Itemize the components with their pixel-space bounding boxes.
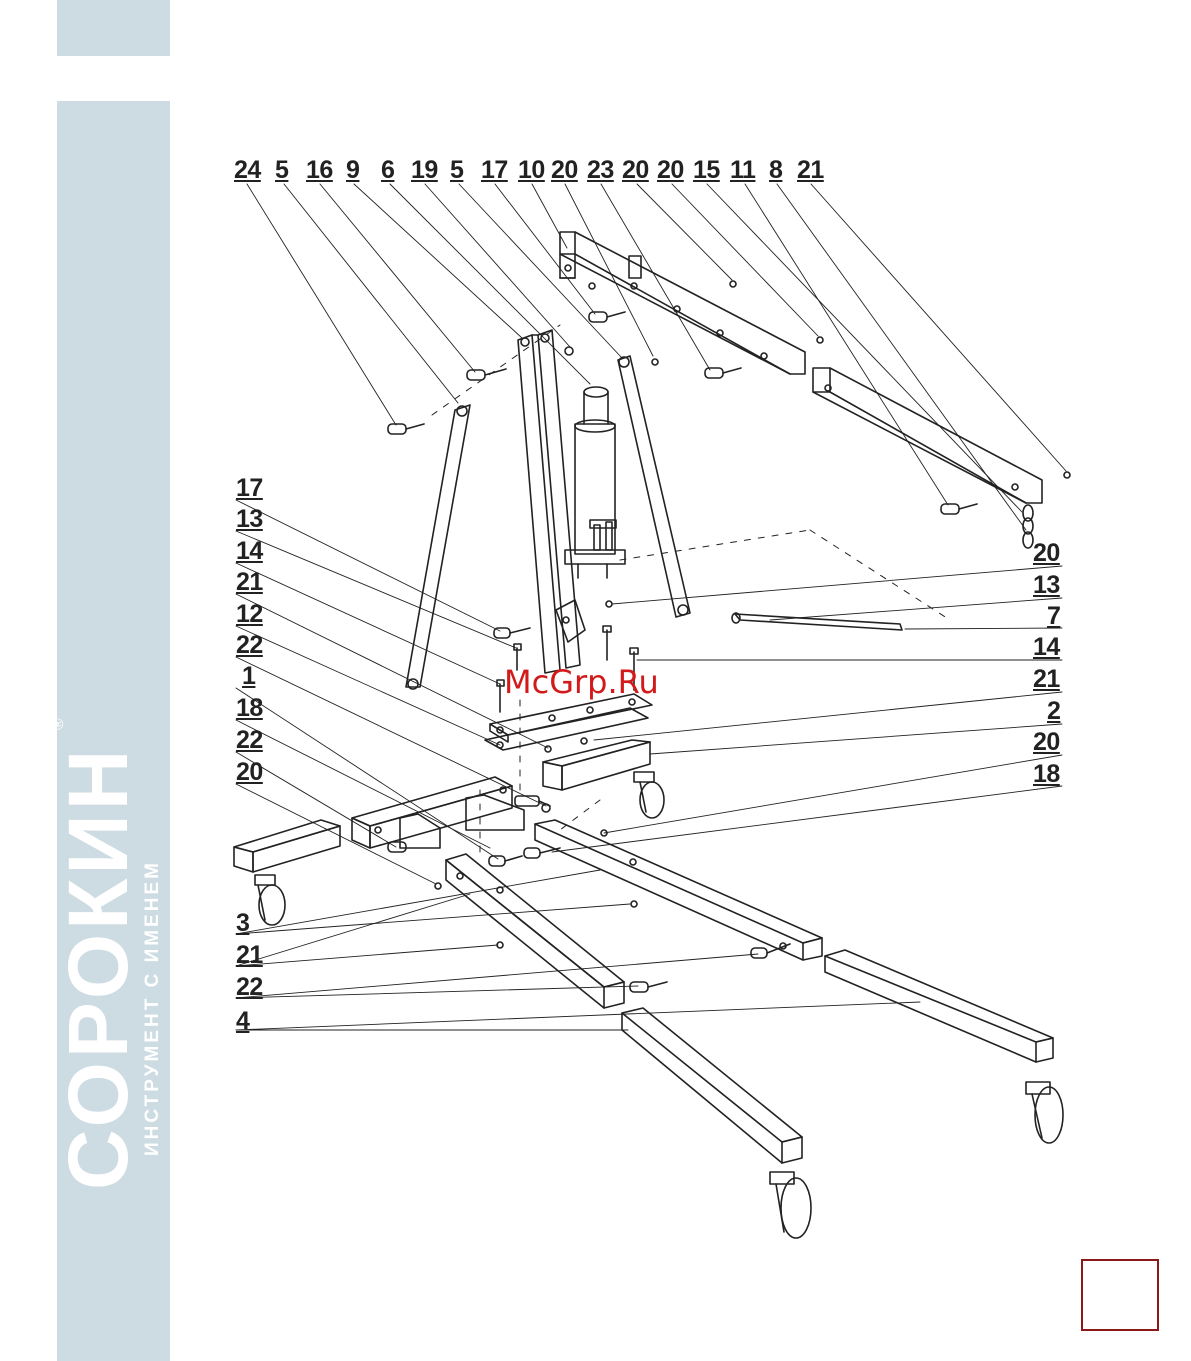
callout-left-1: 1: [242, 664, 255, 689]
callout-top-8: 8: [769, 158, 782, 183]
boom-extension: [813, 368, 1070, 503]
right-leg: [535, 820, 822, 960]
callout-left-13: 13: [236, 507, 263, 532]
pump-handle: [732, 613, 902, 630]
callout-top-16: 16: [306, 158, 333, 183]
callout-right-18: 18: [1033, 762, 1060, 787]
callout-left-18: 18: [236, 696, 263, 721]
callout-bottom-3: 3: [236, 911, 249, 936]
callout-top-9: 9: [346, 158, 359, 183]
left-leg-extension: [622, 1008, 811, 1238]
callout-top-20: 20: [551, 158, 578, 183]
chain-hook: [1023, 505, 1033, 548]
caster-tube-center: [543, 740, 664, 818]
callout-top-11: 11: [730, 158, 755, 183]
callout-right-20: 20: [1033, 541, 1060, 566]
upper-pins: [388, 312, 977, 514]
left-caster-tube: [234, 820, 441, 925]
left-strut: [406, 405, 470, 689]
callout-left-21: 21: [236, 570, 263, 595]
hydraulic-cylinder: [565, 387, 625, 578]
left-leg: [446, 854, 624, 1008]
callout-top-20b: 20: [622, 158, 649, 183]
callout-top-20c: 20: [657, 158, 684, 183]
callout-right-14: 14: [1033, 635, 1060, 660]
callout-left-12: 12: [236, 602, 263, 627]
callout-top-5: 5: [275, 158, 288, 183]
right-strut: [618, 356, 690, 617]
callout-top-19: 19: [411, 158, 438, 183]
callout-left-20: 20: [236, 760, 263, 785]
callout-bottom-22: 22: [236, 975, 263, 1000]
leader-lines: [236, 184, 1066, 1030]
callout-top-23: 23: [587, 158, 614, 183]
callout-bottom-4: 4: [236, 1009, 249, 1034]
callout-top-24: 24: [234, 158, 261, 183]
callout-top-10: 10: [518, 158, 545, 183]
callout-bottom-21: 21: [236, 943, 263, 968]
callout-right-2: 2: [1047, 699, 1060, 724]
callout-left-14: 14: [236, 539, 263, 564]
watermark: McGrp.Ru: [504, 663, 659, 701]
callout-right-20b: 20: [1033, 730, 1060, 755]
callout-top-15: 15: [693, 158, 720, 183]
callout-left-22b: 22: [236, 728, 263, 753]
callout-left-17: 17: [236, 476, 263, 501]
boom: [560, 232, 823, 374]
mounting-plates: [485, 694, 652, 752]
callout-right-7: 7: [1047, 604, 1060, 629]
callout-top-5b: 5: [450, 158, 463, 183]
right-leg-extension: [825, 950, 1063, 1143]
callout-left-22: 22: [236, 633, 263, 658]
assembly-guides: [432, 325, 950, 860]
callout-right-13: 13: [1033, 573, 1060, 598]
callout-top-6: 6: [381, 158, 394, 183]
callout-top-21: 21: [797, 158, 824, 183]
callout-right-21: 21: [1033, 667, 1060, 692]
page-number-box: [1081, 1259, 1159, 1331]
callout-top-17: 17: [481, 158, 508, 183]
